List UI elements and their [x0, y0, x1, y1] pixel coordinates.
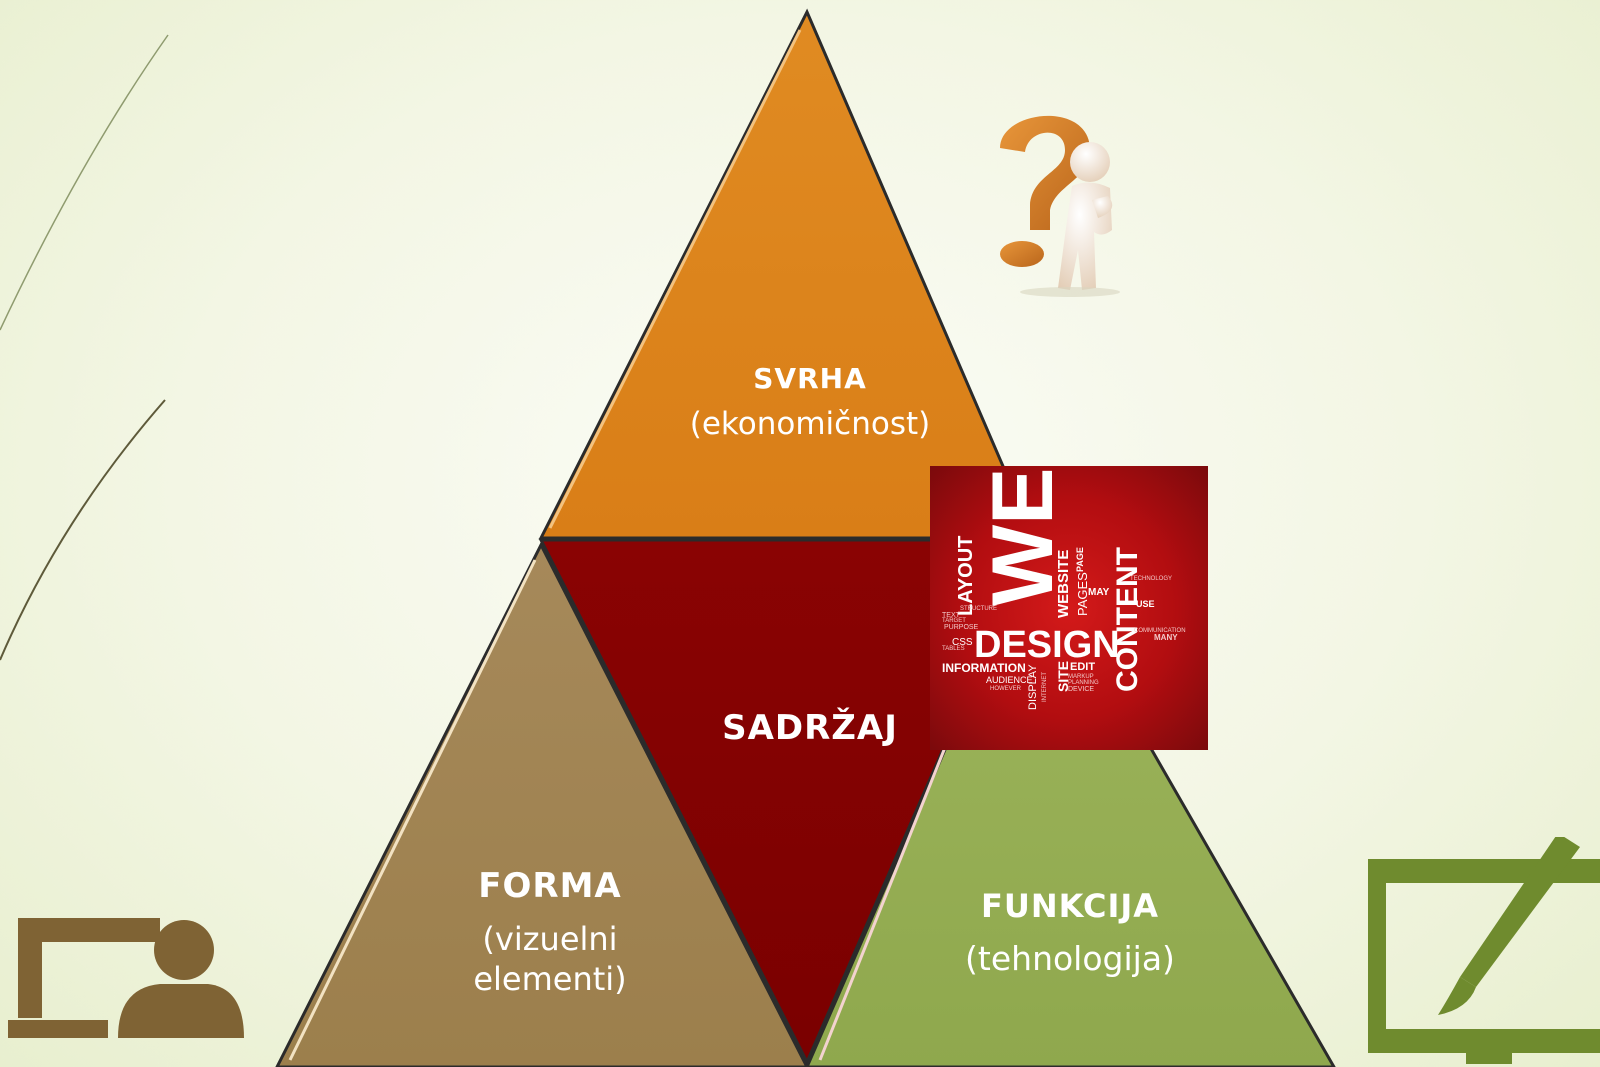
label-svrha: SVRHA (ekonomičnost)	[650, 362, 970, 443]
monitor-paintbrush-icon	[1368, 837, 1600, 1064]
sadrzaj-title: SADRŽAJ	[722, 708, 898, 748]
user-computer-icon	[8, 918, 244, 1038]
wc-word-internet: INTERNET	[1042, 672, 1048, 702]
decor-curve-upper	[0, 34, 169, 331]
wc-word-design: DESIGN	[974, 624, 1120, 666]
wc-word-page: PAGE	[1075, 547, 1085, 572]
decor-curve-lower	[0, 399, 166, 661]
wc-word-display: DISPLAY	[1027, 664, 1039, 710]
wc-word-markup: MARKUP	[1068, 674, 1094, 680]
wc-word-purpose: PURPOSE	[944, 624, 979, 631]
wc-word-use: USE	[1136, 599, 1155, 609]
forma-subtitle-line2: elementi)	[473, 959, 627, 998]
label-sadrzaj: SADRŽAJ	[670, 708, 950, 749]
wc-word-layout: LAYOUT	[955, 535, 977, 616]
triangle-right-highlight	[818, 709, 962, 1061]
label-funkcija: FUNKCIJA (tehnologija)	[910, 887, 1230, 979]
wc-word-content: CONTENT	[1111, 547, 1144, 692]
wc-word-information: INFORMATION	[942, 661, 1026, 675]
wc-word-text: TEXT	[942, 612, 960, 619]
wc-word-css: CSS	[952, 637, 973, 648]
wc-word-target: TARGET	[942, 618, 966, 624]
wc-word-edit: EDIT	[1070, 661, 1096, 673]
triangle-left-highlight	[288, 559, 537, 1061]
web-design-word-cloud: WEB DESIGN CONTENT LAYOUT WEBSITE PAGES …	[930, 466, 1208, 750]
wc-word-structure: STRUCTURE	[960, 606, 997, 612]
funkcija-subtitle: (tehnologija)	[965, 939, 1175, 979]
wc-word-planning: PLANNING	[1068, 680, 1099, 686]
wc-word-may: MAY	[1088, 587, 1110, 598]
forma-subtitle-line1: (vizuelni	[482, 919, 618, 958]
wc-word-device: DEVICE	[1068, 686, 1095, 693]
wc-word-many: MANY	[1154, 633, 1178, 642]
triangle-top-svrha	[538, 8, 1037, 540]
svrha-subtitle: (ekonomičnost)	[689, 405, 931, 442]
label-forma: FORMA (vizuelni elementi)	[410, 866, 690, 999]
wc-word-however: HOWEVER	[990, 686, 1022, 692]
question-mark-figure-icon	[1000, 115, 1120, 297]
triangle-top-highlight	[548, 29, 802, 529]
triangle-left-forma	[275, 541, 809, 1067]
wc-word-website: WEBSITE	[1055, 549, 1072, 618]
forma-title: FORMA	[478, 866, 622, 906]
wc-word-technology: TECHNOLOGY	[1130, 576, 1173, 582]
wc-word-communication: COMMUNICATION	[1134, 628, 1186, 634]
wc-word-audience: AUDIENCE	[986, 675, 1033, 685]
wc-word-tables: TABLES	[942, 646, 965, 652]
wc-word-web: WEB	[975, 466, 1071, 606]
funkcija-title: FUNKCIJA	[980, 887, 1160, 925]
triangle-center-sadrzaj	[538, 538, 1037, 1066]
svrha-title: SVRHA	[753, 362, 867, 395]
